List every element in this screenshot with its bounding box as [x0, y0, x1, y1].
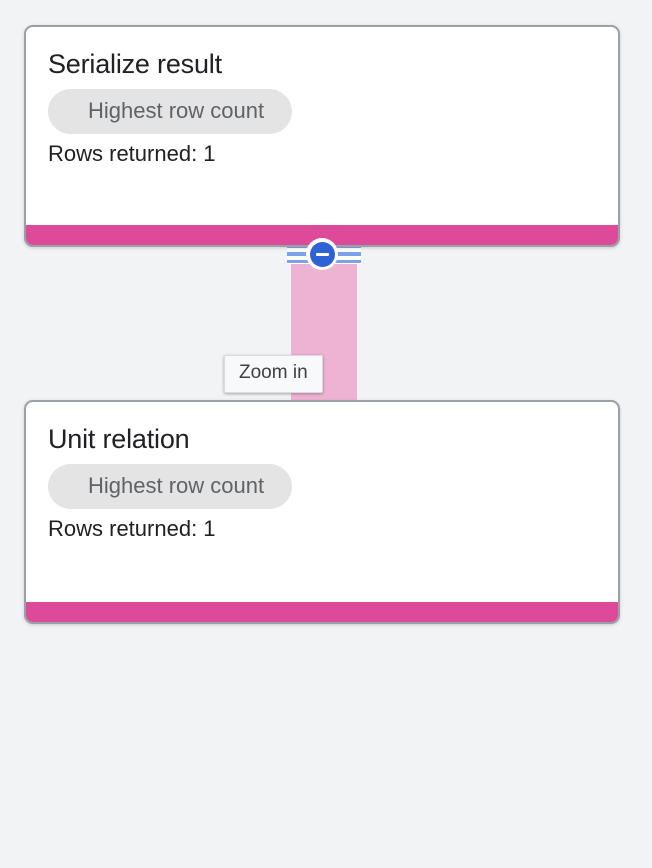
status-badge: Highest row count — [48, 464, 293, 509]
plan-node-accent-bar — [26, 225, 618, 245]
zoom-in-tooltip: Zoom in — [224, 355, 323, 393]
plan-node-card[interactable]: Serialize result Highest row count Rows … — [24, 25, 620, 247]
plan-node-title: Serialize result — [48, 49, 222, 79]
plan-node-body: Unit relation Highest row count Rows ret… — [26, 402, 618, 602]
plan-node-title: Unit relation — [48, 424, 190, 454]
plan-node-card[interactable]: Unit relation Highest row count Rows ret… — [24, 400, 620, 624]
minus-circle-disc — [309, 241, 335, 267]
status-badge: Highest row count — [48, 89, 293, 134]
plan-node-accent-bar — [26, 602, 618, 622]
minus-circle-icon[interactable] — [306, 238, 338, 270]
minus-glyph — [315, 252, 329, 256]
rows-returned-label: Rows returned: 1 — [48, 141, 216, 166]
rows-returned-label: Rows returned: 1 — [48, 516, 216, 541]
plan-node-body: Serialize result Highest row count Rows … — [26, 27, 618, 225]
